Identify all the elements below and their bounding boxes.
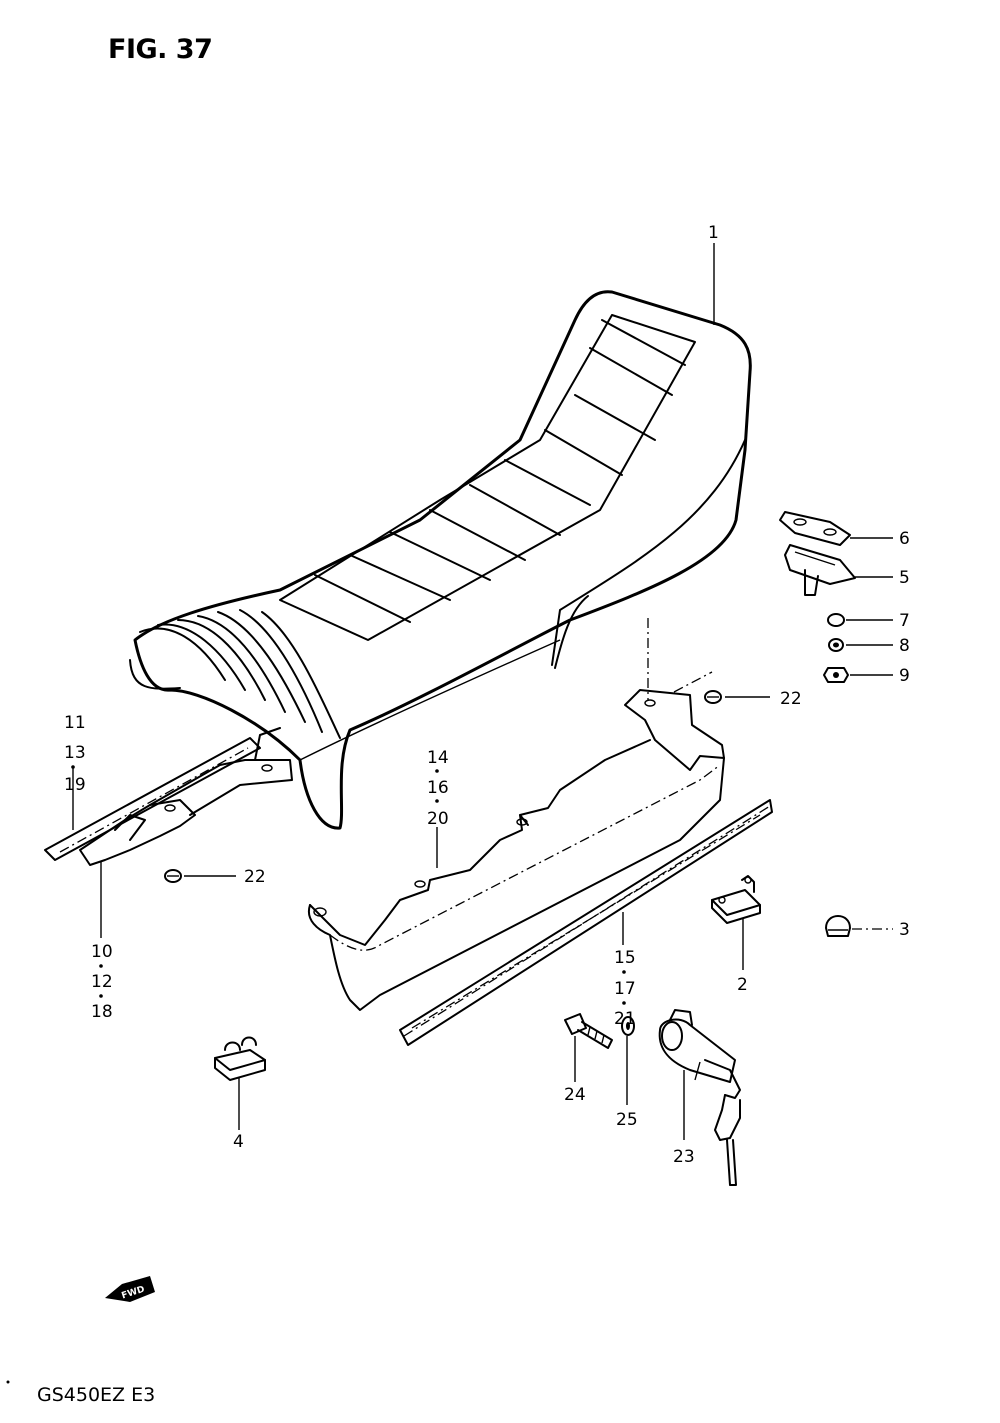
- callout-14: 14: [427, 748, 449, 768]
- callout-24: 24: [564, 1085, 586, 1105]
- nut-part-9: [823, 667, 849, 683]
- callout-20: 20: [427, 809, 449, 829]
- callout-9: 9: [899, 666, 910, 686]
- strap-part-11: [44, 737, 261, 861]
- figure-title: FIG. 37: [108, 34, 213, 65]
- callout-19: 19: [64, 775, 86, 795]
- callout-23: 23: [673, 1147, 695, 1167]
- callout-17: 17: [614, 979, 636, 999]
- callout-10: 10: [91, 942, 113, 962]
- callout-16: 16: [427, 778, 449, 798]
- callout-6: 6: [899, 529, 910, 549]
- trim-part-15: [399, 799, 773, 1046]
- cap-nut-part-3: [825, 915, 851, 937]
- leader-frame-top: [673, 671, 713, 693]
- callout-12: 12: [91, 972, 113, 992]
- callout-22-lower: 22: [244, 867, 266, 887]
- seat-frame-part-14: [307, 689, 725, 1011]
- callout-8: 8: [899, 636, 910, 656]
- callout-22-upper: 22: [780, 689, 802, 709]
- callout-5: 5: [899, 568, 910, 588]
- callout-15: 15: [614, 948, 636, 968]
- clip-part-22-lower: [164, 869, 182, 883]
- cushion-part-4: [214, 1036, 266, 1081]
- callout-4: 4: [233, 1132, 244, 1152]
- bracket-part-5: [784, 544, 856, 596]
- fwd-arrow-icon: FWD: [105, 1276, 155, 1302]
- cushion-part-2: [711, 875, 761, 924]
- washer-part-25: [621, 1016, 635, 1036]
- clip-part-22-upper: [704, 690, 722, 704]
- washer-part-7: [827, 613, 845, 627]
- bolt-part-24: [564, 1013, 613, 1049]
- callout-7: 7: [899, 611, 910, 631]
- callout-18: 18: [91, 1002, 113, 1022]
- model-code: GS450EZ E3: [37, 1384, 156, 1406]
- callout-25: 25: [616, 1110, 638, 1130]
- nut-part-8: [828, 638, 844, 652]
- callout-13: 13: [64, 743, 86, 763]
- callout-3: 3: [899, 920, 910, 940]
- seat-part-1: [129, 290, 752, 830]
- hook-part-10: [79, 727, 293, 866]
- lock-part-23: [658, 1009, 741, 1186]
- callout-2: 2: [737, 975, 748, 995]
- plate-part-6: [779, 511, 851, 546]
- callout-11: 11: [64, 713, 86, 733]
- callout-1: 1: [708, 223, 719, 243]
- callout-21: 21: [614, 1009, 636, 1029]
